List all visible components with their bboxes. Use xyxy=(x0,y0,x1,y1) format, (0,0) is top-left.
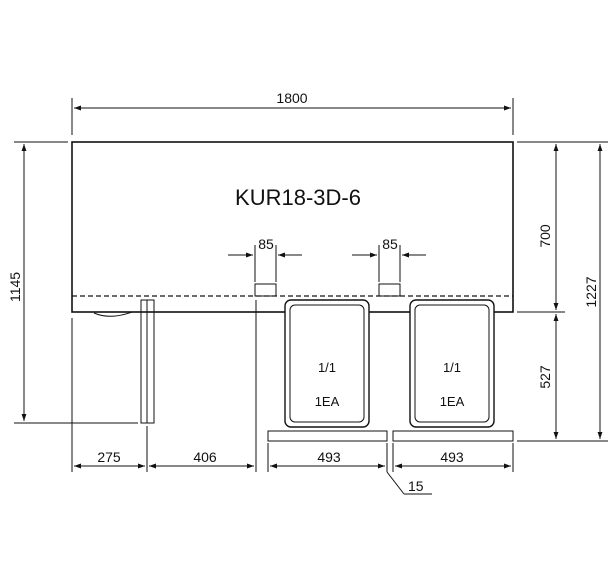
dim-segment-1: 275 xyxy=(74,449,145,469)
dim-segment-3: 493 xyxy=(270,449,385,469)
dim-vent-1: 85 xyxy=(228,236,302,282)
dim-overall-width: 1800 xyxy=(71,90,514,135)
pan-2: 1/1 1EA xyxy=(409,299,495,428)
svg-text:493: 493 xyxy=(317,449,341,465)
dim-body-height: 1145 xyxy=(7,141,138,424)
dim-lower-height: 527 xyxy=(537,314,559,439)
svg-text:1227: 1227 xyxy=(583,276,599,307)
door-hinge xyxy=(93,311,133,317)
svg-text:406: 406 xyxy=(193,449,217,465)
svg-text:1145: 1145 xyxy=(7,272,23,302)
vent-2 xyxy=(378,283,401,297)
dim-segment-4: 493 xyxy=(395,449,511,469)
dim-segment-2: 406 xyxy=(149,449,254,469)
dim-gap: 15 xyxy=(386,471,432,495)
svg-text:493: 493 xyxy=(440,449,464,465)
svg-text:1800: 1800 xyxy=(276,90,307,106)
svg-text:85: 85 xyxy=(258,236,274,252)
svg-text:275: 275 xyxy=(97,449,121,465)
pan-1-count: 1EA xyxy=(315,394,340,409)
cabinet-body xyxy=(71,141,514,313)
pan-1: 1/1 1EA xyxy=(284,299,370,428)
base-tray-1 xyxy=(267,430,388,442)
svg-text:700: 700 xyxy=(537,224,553,248)
pan-1-size: 1/1 xyxy=(318,360,336,375)
dim-right-extensions xyxy=(517,141,608,442)
dim-bottom-extensions xyxy=(71,300,514,472)
dim-upper-height: 700 xyxy=(537,144,559,310)
dim-vent-2: 85 xyxy=(352,236,426,282)
svg-text:85: 85 xyxy=(382,236,398,252)
svg-text:15: 15 xyxy=(408,478,424,494)
svg-text:527: 527 xyxy=(537,365,553,389)
vent-1 xyxy=(254,283,277,297)
pan-2-size: 1/1 xyxy=(443,360,461,375)
base-tray-2 xyxy=(392,430,514,442)
model-label: KUR18-3D-6 xyxy=(235,185,361,210)
pan-2-count: 1EA xyxy=(440,394,465,409)
dim-overall-height: 1227 xyxy=(583,144,603,439)
